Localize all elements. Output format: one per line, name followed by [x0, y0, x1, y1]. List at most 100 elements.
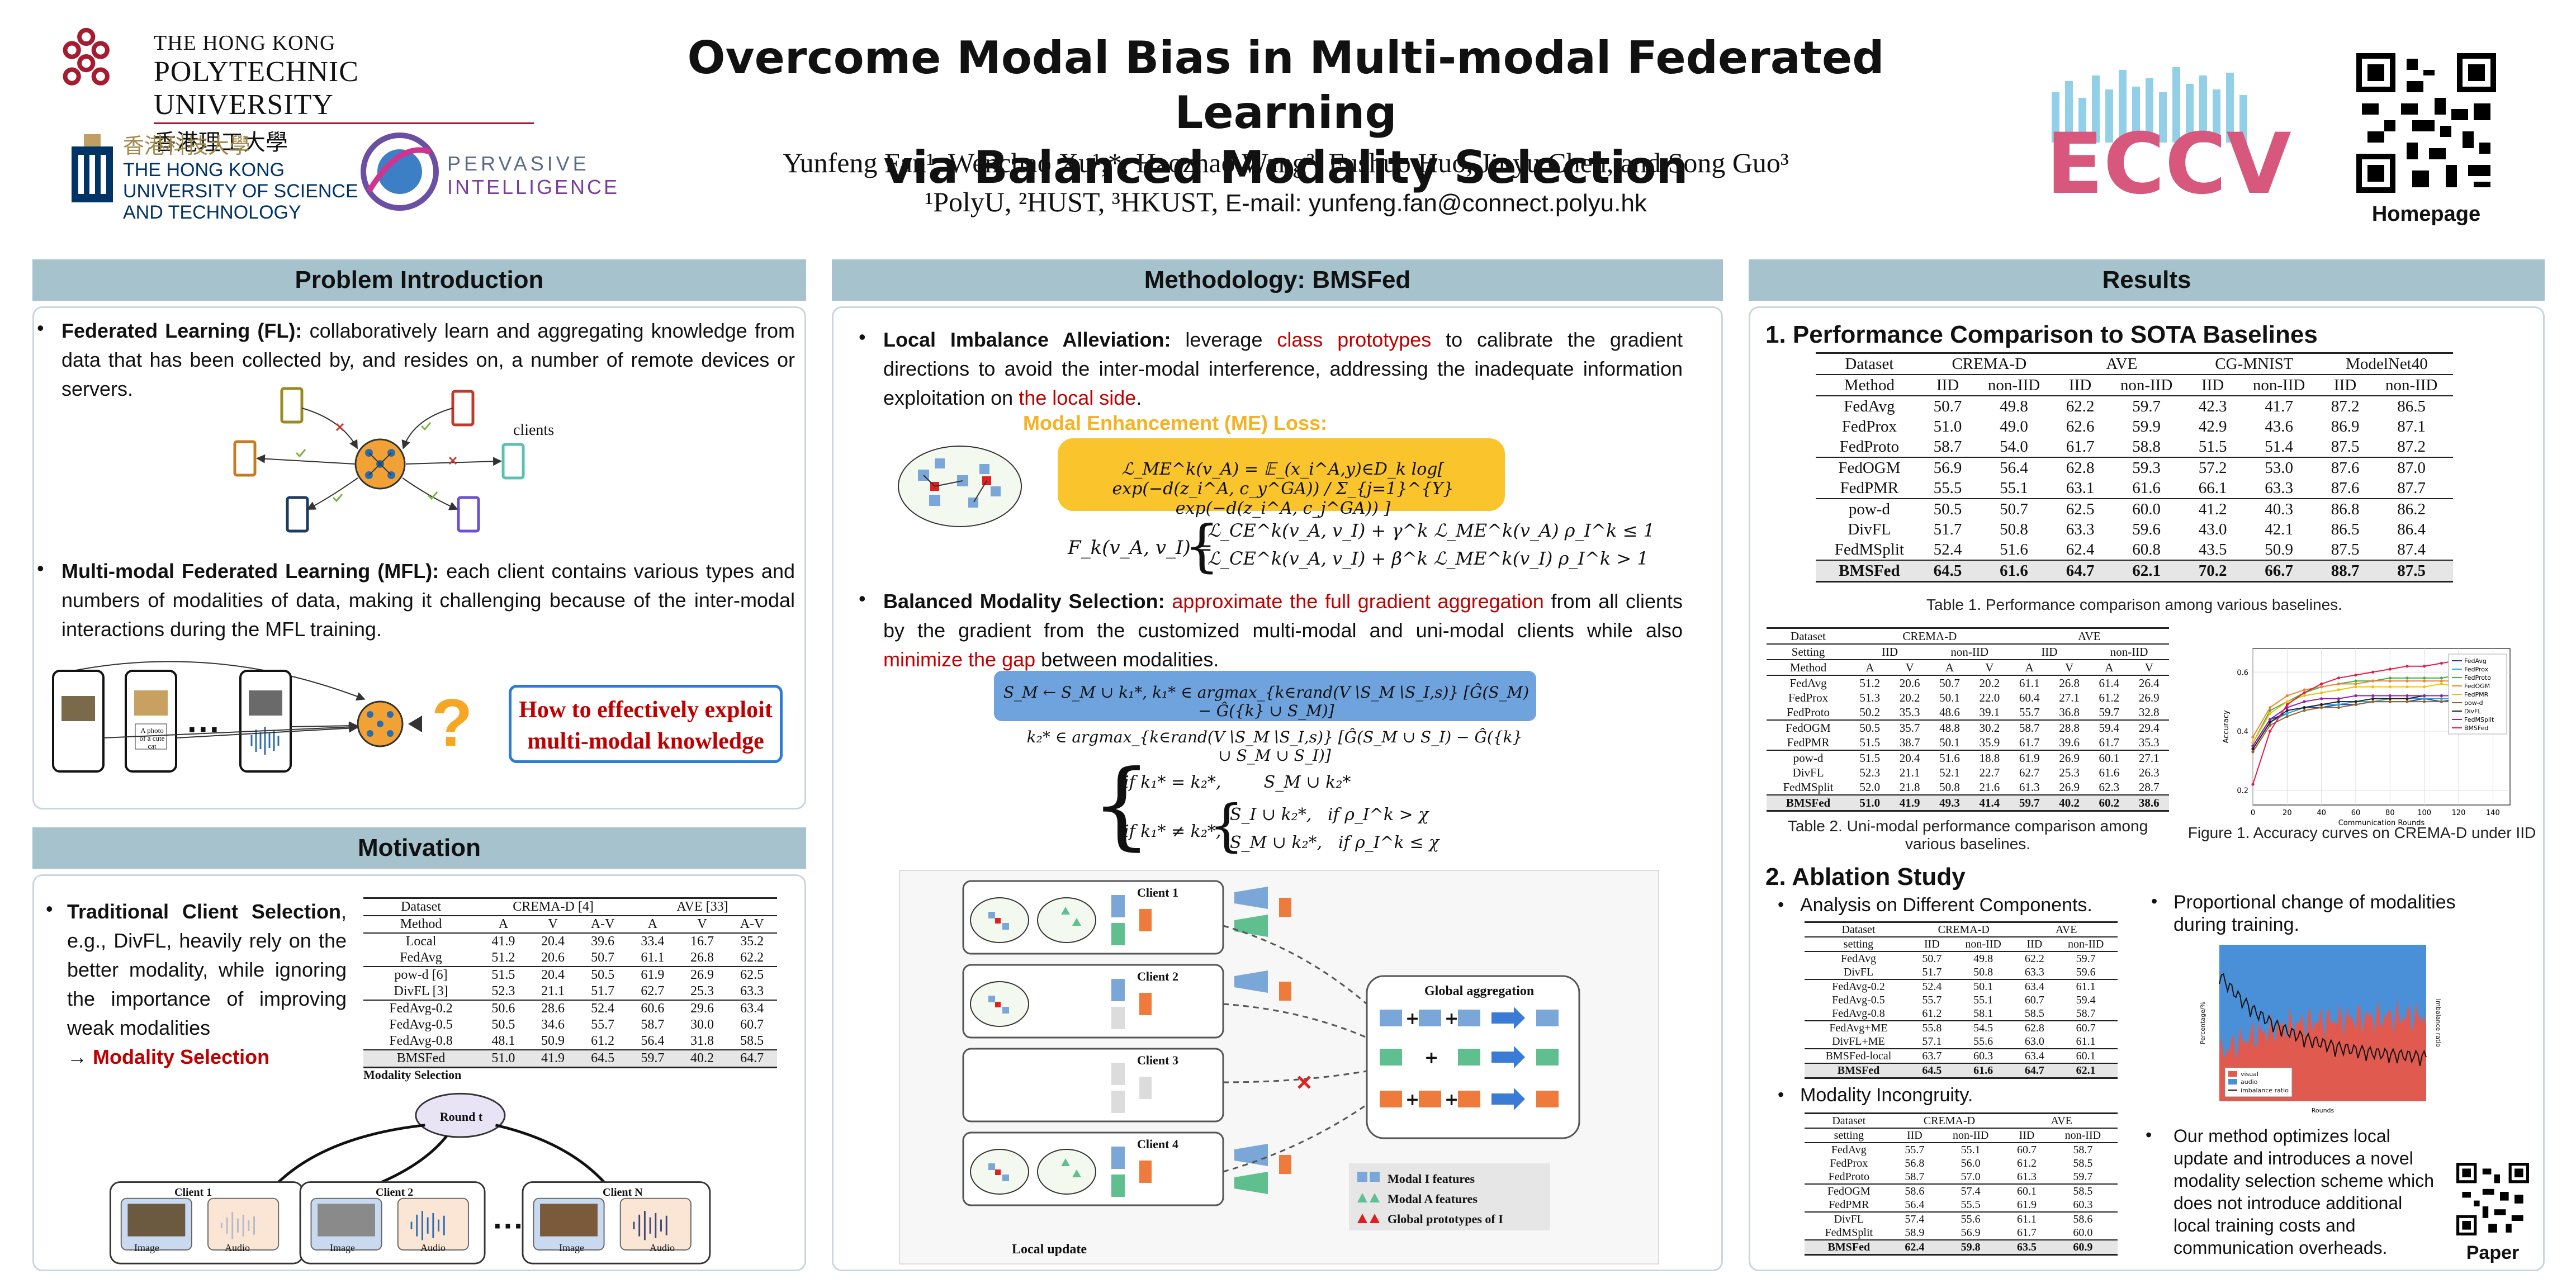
- title-line1: Overcome Modal Bias in Multi-modal Feder…: [687, 32, 1884, 139]
- clients-label: clients: [513, 422, 555, 439]
- problem-heading: Problem Introduction: [32, 259, 806, 301]
- table-cell: 61.1: [2009, 675, 2049, 690]
- question-mark-icon: ?: [432, 685, 473, 760]
- table-cell: 60.1: [2054, 1048, 2118, 1063]
- table-cell: 20.4: [528, 932, 578, 950]
- y-axis-label: Accuracy: [2222, 710, 2231, 744]
- results-sub2: 2. Ablation Study: [1765, 863, 1966, 891]
- table-cell: 52.4: [1912, 979, 1952, 993]
- table-header: IID: [2009, 643, 2090, 660]
- data-point-FedMSplit: [2285, 706, 2289, 709]
- table-cell: 52.4: [1933, 541, 1962, 558]
- legend-modal-a: Modal A features: [1388, 1192, 1478, 1206]
- data-point-DivFL: [2251, 747, 2255, 751]
- data-point-BMSFed: [2440, 661, 2443, 665]
- table-header: IID: [2055, 374, 2105, 396]
- data-point-BMSFed: [2269, 730, 2272, 733]
- table-cell: FedMSplit: [1834, 541, 1904, 558]
- table-cell: 22.7: [1979, 766, 2000, 779]
- affiliation-text: ¹PolyU, ²HUST, ³HKUST,: [925, 186, 1225, 217]
- email[interactable]: E-mail: yunfeng.fan@connect.polyu.hk: [1225, 190, 1647, 217]
- pi-logo-text2: INTELLIGENCE: [447, 176, 620, 198]
- table-header: IID: [2320, 374, 2370, 396]
- table-cell: 21.1: [541, 984, 565, 998]
- x-tick-label: 20: [2283, 809, 2292, 817]
- table-header: non-IID: [2054, 936, 2118, 951]
- table-cell: 59.7: [2009, 794, 2049, 812]
- table-header: IID: [1912, 936, 1952, 951]
- data-point-pow-d: [2320, 706, 2323, 709]
- x-axis-label: Communication Rounds: [2338, 819, 2425, 827]
- data-point-BMSFed: [2405, 665, 2409, 668]
- table-cell: FedAvg-0.5: [389, 1017, 453, 1032]
- data-point-DivFL: [2337, 700, 2340, 703]
- table-cell: 22.0: [1979, 691, 2000, 704]
- table-cell: 51.4: [2265, 438, 2293, 456]
- table-cell: FedMSplit: [1783, 780, 1834, 794]
- prop-y2label: Imbalance ratio: [2435, 999, 2442, 1047]
- table-cell: 50.5: [1922, 498, 1973, 519]
- table-cell: 60.1: [2089, 750, 2129, 765]
- data-point-FedPMR: [2337, 688, 2340, 692]
- table-header: Dataset: [1805, 921, 1912, 937]
- image-label: Image: [559, 1242, 584, 1253]
- table-cell: 57.1: [1922, 1035, 1942, 1048]
- table-cell: 59.4: [2076, 994, 2096, 1006]
- homepage-qr-icon[interactable]: [2356, 53, 2496, 193]
- bullet-dot: •: [37, 557, 44, 580]
- table-cell: 51.0: [1933, 418, 1962, 435]
- prototype-ellipse-figure: [898, 446, 1022, 527]
- table-header: A: [2009, 659, 2049, 675]
- paper-qr-icon[interactable]: [2456, 1163, 2529, 1235]
- table-cell: 86.8: [2320, 498, 2370, 519]
- table-cell: DivFL+ME: [1832, 1035, 1885, 1048]
- table-cell: 26.9: [677, 966, 727, 983]
- table-cell: 43.5: [2198, 541, 2227, 558]
- data-point-pow-d: [2405, 700, 2409, 703]
- table-cell: 40.2: [677, 1049, 727, 1068]
- table-cell: 34.6: [541, 1017, 565, 1032]
- table1: Dataset CREMA-D AVE CG-MNIST ModelNet40 …: [1816, 352, 2453, 583]
- table-cell: 49.8: [1951, 951, 2015, 965]
- table-cell: 50.5: [1850, 719, 1890, 735]
- table-cell: 62.5: [727, 966, 777, 983]
- table-cell: 63.3: [2066, 520, 2095, 538]
- table-cell: FedAvg-0.8: [389, 1034, 453, 1048]
- table-cell: 58.8: [2132, 438, 2161, 456]
- table-cell: 86.9: [2331, 418, 2360, 435]
- table-cell: 50.5: [577, 966, 628, 983]
- data-point-FedProx: [2337, 703, 2340, 706]
- table-cell: 50.7: [1972, 498, 2056, 519]
- data-point-pow-d: [2303, 709, 2306, 712]
- data-point-FedOGM: [2320, 685, 2323, 689]
- table-cell: 39.1: [1979, 705, 2000, 719]
- data-point-BMSFed: [2303, 691, 2306, 694]
- bms-text: between modalities.: [1035, 648, 1219, 671]
- client2-fig-label: Client 2: [1137, 969, 1178, 983]
- table-cell: 50.2: [1859, 705, 1881, 719]
- table-cell: 61.7: [2066, 438, 2095, 456]
- bullet-dot: •: [1778, 894, 1784, 915]
- cases-brace: {: [1091, 750, 1152, 860]
- case-notequal: if k₁* ≠ k₂*,: [1124, 822, 1221, 841]
- table-cell: 26.3: [2138, 766, 2160, 779]
- table-cell: 64.7: [2055, 560, 2105, 583]
- data-point-FedOGM: [2371, 679, 2375, 683]
- table-cell: 50.9: [541, 1034, 565, 1048]
- table-cell: 61.1: [641, 950, 665, 965]
- callout-box: How to effectively exploit multi-modal k…: [509, 685, 783, 763]
- table-header: non-IID: [2105, 374, 2188, 396]
- modality-selection-diagram: [109, 1092, 711, 1265]
- data-point-pow-d: [2337, 706, 2340, 709]
- motivation-term: Traditional Client Selection: [67, 900, 341, 923]
- table-header: V: [528, 915, 578, 933]
- data-point-pow-d: [2269, 723, 2272, 727]
- table-cell: 58.7: [2009, 719, 2049, 735]
- motivation-heading: Motivation: [32, 827, 806, 869]
